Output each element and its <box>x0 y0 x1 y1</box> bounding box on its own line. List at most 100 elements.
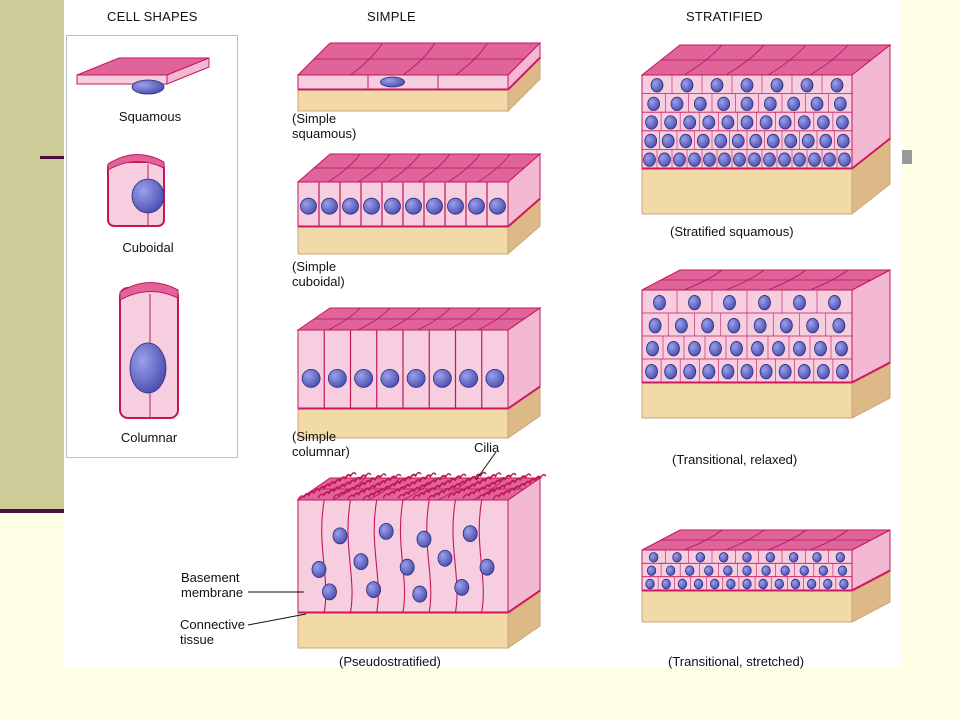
nucleus <box>793 295 806 311</box>
nucleus <box>665 565 676 576</box>
label-connective-tissue-line2: tissue <box>180 632 214 647</box>
nucleus <box>748 152 761 167</box>
nucleus <box>790 578 801 590</box>
cuboidal-cell-top <box>107 154 165 171</box>
nucleus <box>321 197 338 215</box>
label-basement-membrane: Basement membrane <box>181 570 243 600</box>
nucleus <box>778 364 792 380</box>
nucleus <box>830 78 844 93</box>
nucleus <box>730 341 743 357</box>
nucleus <box>835 552 845 563</box>
nucleus <box>701 318 715 334</box>
transitional-stretched-block <box>641 529 891 623</box>
nucleus <box>462 525 478 542</box>
nucleus <box>823 152 836 167</box>
label-transitional-relaxed: (Transitional, relaxed) <box>672 452 798 467</box>
nucleus <box>787 96 801 111</box>
nucleus <box>688 152 701 167</box>
nucleus <box>673 152 686 167</box>
cell-divider <box>478 499 484 613</box>
nucleus <box>714 133 728 149</box>
connective-tissue-front <box>641 167 853 215</box>
cilium <box>474 471 487 479</box>
cell-divider <box>373 499 379 613</box>
nucleus <box>731 133 745 149</box>
nucleus <box>765 552 775 563</box>
nucleus <box>808 152 821 167</box>
nucleus <box>380 76 405 88</box>
nucleus <box>763 152 776 167</box>
cilium <box>424 472 437 480</box>
columnar-cell-top <box>119 281 179 301</box>
nucleus <box>828 295 841 311</box>
nucleus <box>778 115 792 130</box>
label-connective-tissue-line1: Connective <box>180 617 246 632</box>
nucleus <box>817 115 830 130</box>
nucleus <box>770 78 784 93</box>
label-connective-tissue: Connective tissue <box>180 617 245 647</box>
nucleus <box>454 578 470 596</box>
nucleus <box>399 558 415 576</box>
nucleus <box>800 78 814 93</box>
cell-divider <box>452 499 458 613</box>
epithelium-figure: CELL SHAPES SIMPLE STRATIFIED Squamous C… <box>64 0 902 669</box>
nucleus <box>327 368 347 388</box>
nucleus <box>301 368 321 388</box>
nucleus <box>810 96 824 111</box>
label-columnar: Columnar <box>120 430 178 445</box>
nucleus <box>129 342 167 394</box>
label-simple-cuboidal-line2: cuboidal) <box>292 274 345 289</box>
nucleus <box>703 152 716 167</box>
nucleus <box>322 583 337 601</box>
header-simple: SIMPLE <box>367 9 416 24</box>
nucleus <box>645 115 658 130</box>
nucleus <box>363 197 380 215</box>
header-cell-shapes: CELL SHAPES <box>107 9 198 24</box>
cilium <box>489 472 502 480</box>
nucleus <box>766 133 780 149</box>
nucleus <box>131 178 165 214</box>
cilium <box>439 473 452 480</box>
nucleus <box>733 152 746 167</box>
cilia-leader-line <box>475 451 497 481</box>
nucleus <box>740 96 754 111</box>
nucleus <box>311 561 327 578</box>
nucleus <box>704 565 714 576</box>
nucleus <box>710 578 720 590</box>
connective-tissue-front <box>297 88 509 112</box>
nucleus <box>644 133 658 149</box>
nucleus <box>784 133 798 149</box>
nucleus <box>653 295 666 311</box>
label-basement-membrane-line2: membrane <box>181 585 244 600</box>
transitional-relaxed-block <box>641 269 891 419</box>
nucleus <box>683 364 697 380</box>
nucleus <box>468 197 485 215</box>
nucleus <box>674 318 688 334</box>
nucleus <box>412 585 428 603</box>
header-stratified: STRATIFIED <box>686 9 763 24</box>
nucleus <box>646 565 657 576</box>
nucleus <box>742 578 752 590</box>
cilium <box>409 471 422 479</box>
nucleus <box>836 133 850 149</box>
nucleus <box>672 552 682 563</box>
label-pseudostratified: (Pseudostratified) <box>339 654 441 669</box>
nucleus <box>718 152 731 167</box>
nucleus <box>384 197 401 215</box>
nucleus <box>836 364 849 380</box>
nucleus <box>437 549 453 567</box>
nucleus <box>759 364 773 380</box>
nucleus <box>650 78 664 93</box>
epithelium-side-face <box>507 477 541 613</box>
label-stratified-squamous: (Stratified squamous) <box>670 224 794 239</box>
nucleus <box>342 197 359 215</box>
nucleus <box>695 552 705 563</box>
simple-columnar-block <box>296 307 542 439</box>
nucleus <box>726 578 736 590</box>
nucleus <box>797 115 811 130</box>
label-basement-membrane-line1: Basement <box>181 570 240 585</box>
nucleus <box>799 565 809 576</box>
nucleus <box>685 565 695 576</box>
nucleus <box>749 133 763 149</box>
cilium <box>534 473 547 481</box>
